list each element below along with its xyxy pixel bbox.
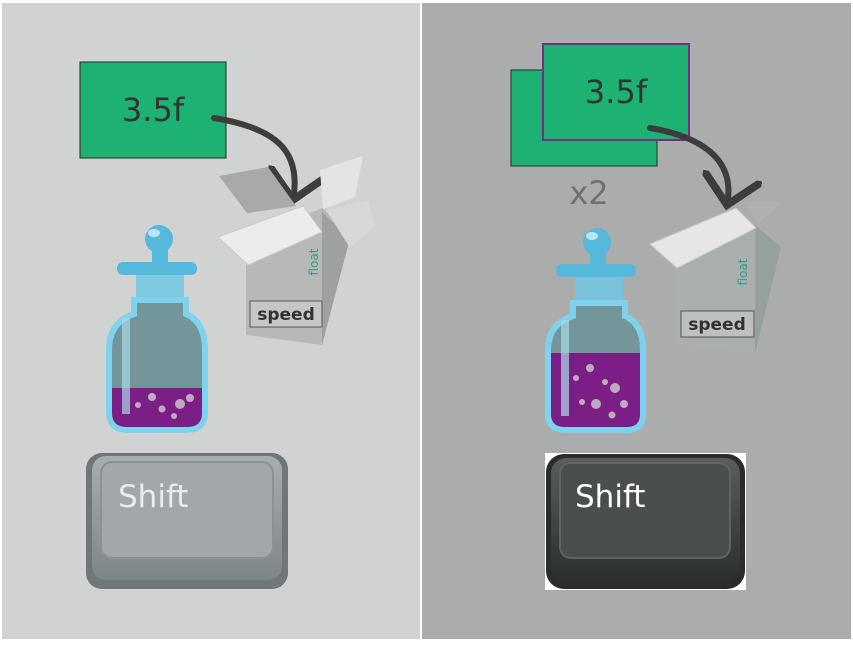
assignment-arrow — [211, 115, 295, 200]
variable-type-label: float — [736, 258, 750, 285]
variable-type-label: float — [307, 248, 321, 275]
potion-bottle-icon — [106, 225, 208, 433]
box-side-flap — [326, 200, 375, 248]
multiplier-label: x2 — [569, 174, 608, 212]
variable-name-label: speed — [688, 315, 746, 335]
assignment-arrow — [647, 125, 728, 205]
shift-key-pressed: Shift — [545, 453, 746, 590]
variable-name-tag — [680, 310, 755, 338]
box-front-lid — [649, 207, 757, 269]
value-card: 3.5f — [79, 61, 227, 159]
shift-key-unpressed: Shift — [86, 453, 288, 589]
shift-key-label: Shift — [118, 479, 188, 515]
right-panel: 3.5f x2 speed float — [422, 3, 851, 639]
value-card-text: 3.5f — [122, 91, 185, 129]
potion-bottle-icon — [545, 228, 646, 433]
box-right-flap — [320, 156, 363, 209]
shift-key-label: Shift — [575, 479, 645, 515]
box-back-flap — [745, 202, 782, 224]
value-card-front: 3.5f — [542, 43, 690, 141]
variable-box: speed float — [649, 202, 782, 354]
variable-name-label: speed — [257, 305, 315, 325]
variable-box: speed float — [217, 156, 375, 345]
value-card-text: 3.5f — [585, 73, 648, 111]
left-panel: 3.5f speed float — [2, 3, 420, 639]
variable-name-tag — [249, 300, 323, 328]
box-front-lid — [217, 205, 323, 266]
box-back-flap — [219, 167, 296, 213]
